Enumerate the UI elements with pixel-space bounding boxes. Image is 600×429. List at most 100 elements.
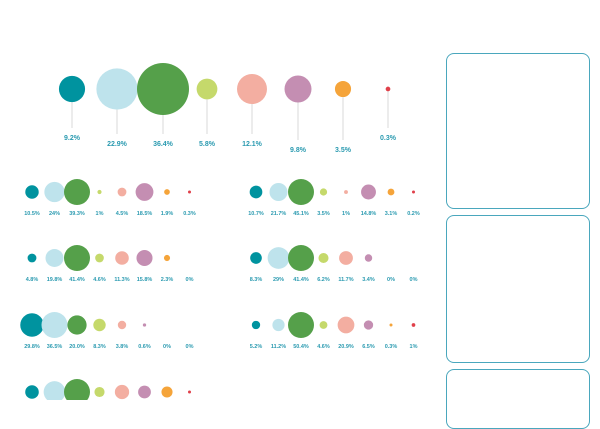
small-bubble[interactable]: [387, 188, 395, 196]
big-bubble[interactable]: [284, 75, 312, 103]
small-bubble-label: 39.3%: [69, 211, 85, 217]
small-bubble[interactable]: [288, 245, 314, 271]
small-bubble[interactable]: [97, 189, 102, 195]
small-bubble-label: 0%: [163, 344, 171, 350]
small-bubble[interactable]: [64, 245, 90, 271]
bubble-chart: 9.2%22.9%36.4%5.8%12.1%9.8%3.5%0.3%10.5%…: [20, 63, 420, 400]
small-bubble[interactable]: [411, 323, 416, 327]
small-bubble[interactable]: [135, 183, 154, 201]
small-bubble[interactable]: [95, 253, 104, 263]
small-bubble[interactable]: [25, 385, 39, 399]
small-bubble[interactable]: [250, 252, 262, 264]
small-bubble[interactable]: [115, 251, 129, 265]
small-bubble-label: 10.7%: [248, 211, 264, 217]
small-bubble[interactable]: [361, 184, 376, 200]
small-bubble-label: 3.4%: [362, 277, 375, 283]
small-bubble-label: 3.1%: [385, 211, 398, 217]
small-bubble-label: 1%: [96, 211, 104, 217]
small-bubble[interactable]: [188, 190, 191, 194]
small-bubble[interactable]: [27, 253, 37, 263]
small-bubble-label: 41.4%: [69, 277, 85, 283]
side-panel-1[interactable]: [446, 53, 590, 209]
small-bubble-label: 10.5%: [24, 211, 40, 217]
small-bubble[interactable]: [20, 313, 44, 337]
big-bubble[interactable]: [196, 78, 218, 100]
small-bubble[interactable]: [389, 323, 393, 327]
small-bubble-label: 45.1%: [293, 211, 309, 217]
small-bubble[interactable]: [117, 320, 127, 330]
small-bubble-label: 50.4%: [293, 344, 309, 350]
small-bubble[interactable]: [163, 254, 171, 262]
small-bubble[interactable]: [25, 185, 39, 199]
small-bubble[interactable]: [188, 390, 191, 394]
small-bubble[interactable]: [344, 190, 348, 194]
small-bubble[interactable]: [319, 188, 328, 196]
small-bubble-label: 11.3%: [114, 277, 129, 283]
small-bubble[interactable]: [138, 385, 151, 399]
small-bubble-label: 1%: [342, 211, 350, 217]
big-bubble[interactable]: [96, 68, 138, 110]
small-bubble[interactable]: [267, 247, 290, 269]
small-bubble[interactable]: [114, 384, 130, 400]
small-bubble-label: 11.2%: [271, 344, 286, 350]
small-bubble-label: 20.0%: [69, 344, 85, 350]
small-bubble[interactable]: [93, 318, 106, 332]
small-bubble[interactable]: [363, 320, 374, 330]
small-bubble[interactable]: [251, 320, 261, 330]
small-bubble-label: 4.8%: [26, 277, 39, 283]
small-bubble[interactable]: [412, 190, 415, 194]
small-bubble-label: 0.3%: [183, 211, 196, 217]
small-bubble[interactable]: [339, 251, 353, 265]
small-bubble[interactable]: [136, 249, 153, 267]
side-panel-3[interactable]: [446, 369, 590, 429]
big-bubble-label: 3.5%: [335, 147, 352, 154]
small-bubble-label: 4.5%: [116, 211, 129, 217]
small-bubble[interactable]: [337, 316, 355, 334]
small-bubble[interactable]: [319, 321, 328, 329]
small-bubble[interactable]: [269, 182, 288, 202]
small-bubble[interactable]: [64, 379, 90, 400]
small-bubble-label: 6.2%: [317, 277, 330, 283]
small-bubble[interactable]: [142, 323, 147, 327]
small-bubble-label: 11.7%: [338, 277, 353, 283]
big-bubble-label: 22.9%: [107, 141, 128, 148]
small-bubble-label: 36.5%: [47, 344, 63, 350]
small-bubble-label: 5.2%: [250, 344, 263, 350]
big-bubble[interactable]: [237, 74, 267, 104]
small-bubble[interactable]: [164, 189, 170, 195]
small-bubble-label: 8.3%: [250, 277, 263, 283]
small-bubble-label: 29.8%: [24, 344, 40, 350]
small-bubble-label: 3.8%: [116, 344, 129, 350]
small-bubble[interactable]: [249, 185, 263, 199]
small-bubble-label: 29%: [273, 277, 284, 283]
side-panel-2[interactable]: [446, 215, 590, 363]
big-bubble-label: 9.2%: [64, 135, 81, 142]
small-bubble[interactable]: [64, 179, 90, 205]
small-bubble[interactable]: [94, 386, 105, 398]
small-bubble[interactable]: [67, 315, 87, 335]
small-bubble-label: 14.8%: [361, 211, 377, 217]
small-bubble[interactable]: [288, 312, 314, 338]
small-bubble[interactable]: [43, 381, 66, 400]
small-bubble[interactable]: [364, 254, 373, 262]
small-bubble[interactable]: [318, 252, 329, 264]
small-bubble[interactable]: [161, 386, 173, 398]
small-bubble[interactable]: [44, 181, 65, 203]
small-bubble-label: 0.6%: [138, 344, 151, 350]
small-bubble-label: 21.7%: [271, 211, 287, 217]
big-bubble[interactable]: [58, 75, 86, 103]
small-bubble[interactable]: [272, 318, 285, 332]
small-bubble-label: 0%: [186, 277, 194, 283]
big-bubble[interactable]: [137, 63, 189, 115]
small-bubble[interactable]: [45, 249, 64, 267]
small-bubble-label: 18.5%: [137, 211, 153, 217]
small-bubble-label: 3.5%: [317, 211, 330, 217]
small-bubble[interactable]: [117, 187, 127, 197]
big-bubble[interactable]: [334, 80, 352, 98]
small-bubble[interactable]: [41, 312, 68, 338]
small-bubble-label: 4.6%: [93, 277, 106, 283]
big-bubble[interactable]: [385, 86, 391, 92]
small-bubble[interactable]: [288, 179, 314, 205]
small-bubble-label: 0%: [186, 344, 194, 350]
small-bubble-label: 6.5%: [362, 344, 375, 350]
